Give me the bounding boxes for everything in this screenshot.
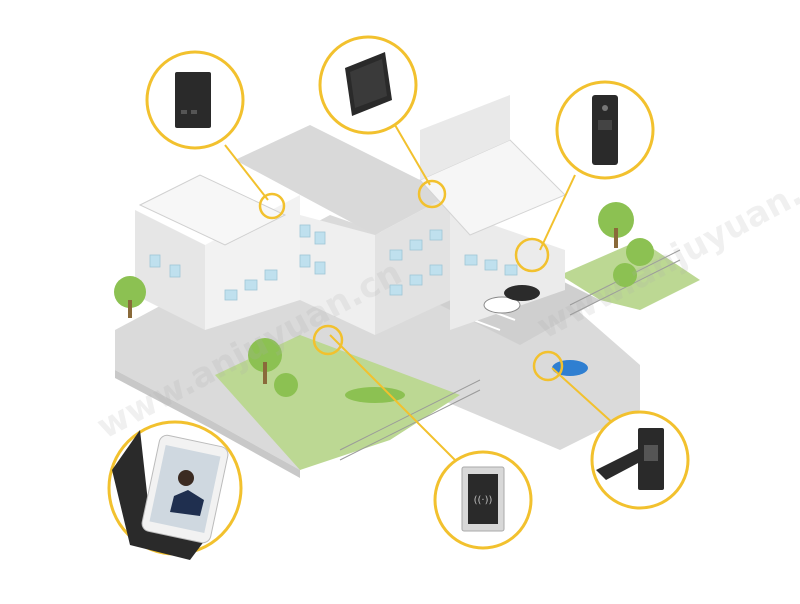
building-main-front <box>300 215 375 335</box>
trees <box>114 202 654 403</box>
indoor-station-icon <box>175 72 211 128</box>
callout-leader-lines <box>224 124 616 461</box>
hotspots <box>258 179 564 382</box>
callout-rfid-reader: ((·)) <box>433 450 533 550</box>
building-right-wall <box>420 95 510 180</box>
callout-mobile-app <box>107 420 243 560</box>
callout-door-station-entrance <box>555 80 655 180</box>
callout-indoor-monitor-wall <box>145 50 245 150</box>
site-ground-edge <box>115 370 300 478</box>
front-lawn <box>215 335 460 470</box>
svg-text:((·)): ((·)) <box>474 495 493 506</box>
smartphone-video-call-icon <box>141 434 229 544</box>
callout-gate-station <box>590 410 690 510</box>
building-left-roof-room <box>138 174 287 246</box>
hand-silhouette <box>112 430 205 560</box>
building-main-top <box>235 125 450 235</box>
callout-indoor-monitor-desk <box>318 35 418 135</box>
windows <box>149 224 518 301</box>
